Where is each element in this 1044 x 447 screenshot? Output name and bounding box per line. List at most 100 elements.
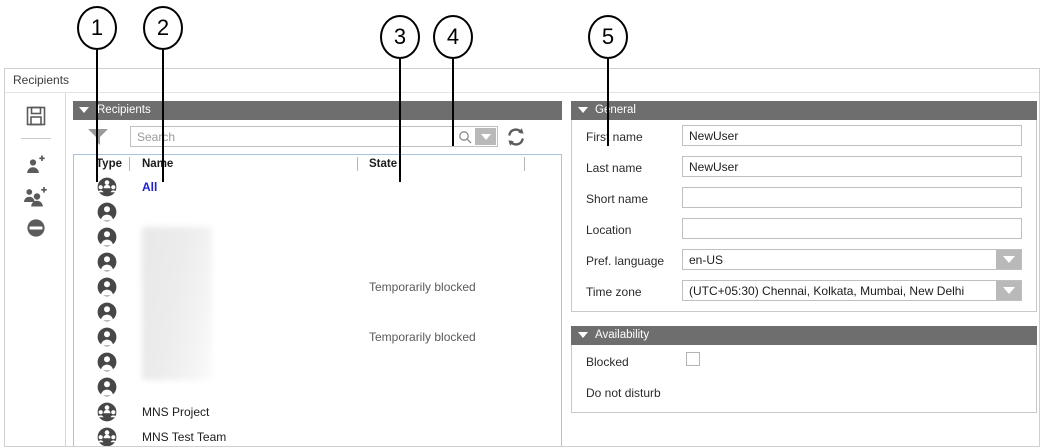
search-dropdown-button[interactable] xyxy=(475,128,496,145)
page-title: Recipients xyxy=(13,73,70,87)
grid-column-headers: Type Name State xyxy=(74,155,561,175)
callout-leader-4 xyxy=(452,59,454,146)
time-zone-select[interactable]: (UTC+05:30) Chennai, Kolkata, Mumbai, Ne… xyxy=(682,280,1022,301)
save-icon xyxy=(25,105,47,127)
callout-leader-1 xyxy=(96,50,98,182)
blocked-label: Blocked xyxy=(586,355,629,369)
chevron-down-icon[interactable] xyxy=(578,107,588,113)
preferred-language-select[interactable]: en-US xyxy=(682,249,1022,270)
chevron-down-icon[interactable] xyxy=(578,332,588,338)
row-state: Temporarily blocked xyxy=(369,280,476,294)
availability-section-header[interactable]: Availability xyxy=(571,326,1037,345)
column-divider-0[interactable] xyxy=(129,157,130,171)
recipients-list-panel: Recipients Search xyxy=(73,101,562,446)
save-button[interactable] xyxy=(5,101,66,131)
group-icon xyxy=(96,176,118,198)
chevron-down-icon xyxy=(480,133,491,140)
chevron-down-icon xyxy=(1002,287,1015,294)
table-row[interactable]: Temporarily blocked xyxy=(74,325,561,350)
preferred-language-dropdown-button[interactable] xyxy=(996,250,1021,269)
blocked-checkbox[interactable] xyxy=(686,352,700,366)
field-row: Short name xyxy=(572,185,1036,216)
person-icon xyxy=(96,351,118,373)
row-name: MNS Test Team xyxy=(142,430,227,444)
column-header-state[interactable]: State xyxy=(369,158,398,170)
table-row[interactable]: Temporarily blocked xyxy=(74,275,561,300)
person-icon xyxy=(96,226,118,248)
location-field[interactable] xyxy=(682,218,1022,239)
block-recipient-button[interactable] xyxy=(5,213,66,243)
availability-section-title: Availability xyxy=(595,329,650,341)
add-recipient-button[interactable] xyxy=(5,149,66,179)
person-icon xyxy=(96,276,118,298)
general-section-header[interactable]: General xyxy=(571,101,1037,120)
window-titlebar: Recipients xyxy=(5,69,1039,93)
table-row[interactable] xyxy=(74,375,561,400)
column-divider-2[interactable] xyxy=(524,157,525,171)
row-state: Temporarily blocked xyxy=(369,330,476,344)
callout-marker-4: 4 xyxy=(433,15,473,59)
column-divider-1[interactable] xyxy=(357,157,358,171)
refresh-icon[interactable] xyxy=(505,126,527,148)
table-row[interactable]: All xyxy=(74,175,561,200)
group-icon xyxy=(96,426,118,446)
table-row[interactable]: MNS Project xyxy=(74,400,561,425)
funnel-icon[interactable] xyxy=(87,128,109,146)
table-row[interactable] xyxy=(74,350,561,375)
field-row: Location xyxy=(572,216,1036,247)
recipients-panel-title: Recipients xyxy=(97,104,151,116)
search-input[interactable]: Search xyxy=(130,126,498,147)
field-row: Blocked xyxy=(572,348,1036,379)
search-icon[interactable] xyxy=(458,130,472,144)
table-row[interactable] xyxy=(74,250,561,275)
field-row: Time zone (UTC+05:30) Chennai, Kolkata, M… xyxy=(572,278,1036,309)
toolbar-rail xyxy=(5,93,66,446)
last-name-field[interactable]: NewUser xyxy=(682,156,1022,177)
field-row: Last name NewUser xyxy=(572,154,1036,185)
rail-separator xyxy=(21,138,51,139)
add-person-icon xyxy=(24,153,48,175)
preferred-language-label: Pref. language xyxy=(586,254,665,268)
chevron-down-icon[interactable] xyxy=(79,107,89,113)
first-name-value: NewUser xyxy=(689,129,739,143)
add-group-button[interactable] xyxy=(5,181,66,211)
last-name-label: Last name xyxy=(586,161,643,175)
callout-marker-2: 2 xyxy=(143,6,183,50)
callout-marker-5: 5 xyxy=(588,15,628,59)
redacted-names-block xyxy=(142,227,212,380)
callout-leader-5 xyxy=(607,59,609,146)
first-name-label: First name xyxy=(586,130,643,144)
general-section-title: General xyxy=(595,104,636,116)
short-name-label: Short name xyxy=(586,192,649,206)
table-row[interactable] xyxy=(74,300,561,325)
person-icon xyxy=(96,251,118,273)
last-name-value: NewUser xyxy=(689,160,739,174)
table-row[interactable]: MNS Test Team xyxy=(74,425,561,446)
person-icon xyxy=(96,201,118,223)
column-header-name[interactable]: Name xyxy=(142,158,174,170)
recipients-panel-header[interactable]: Recipients xyxy=(73,101,562,120)
callout-leader-3 xyxy=(399,59,401,182)
chevron-down-icon xyxy=(1002,256,1015,263)
list-toolbar: Search xyxy=(73,120,562,154)
table-row[interactable] xyxy=(74,225,561,250)
time-zone-dropdown-button[interactable] xyxy=(996,281,1021,300)
short-name-field[interactable] xyxy=(682,187,1022,208)
table-row[interactable] xyxy=(74,200,561,225)
callout-leader-2 xyxy=(162,50,164,182)
time-zone-value: (UTC+05:30) Chennai, Kolkata, Mumbai, Ne… xyxy=(689,284,965,298)
field-row: Pref. language en-US xyxy=(572,247,1036,278)
preferred-language-value: en-US xyxy=(689,253,724,267)
row-name: MNS Project xyxy=(142,405,210,419)
row-name: All xyxy=(142,180,158,194)
first-name-field[interactable]: NewUser xyxy=(682,125,1022,146)
time-zone-label: Time zone xyxy=(586,285,642,299)
add-group-icon xyxy=(23,185,49,207)
person-icon xyxy=(96,326,118,348)
column-header-type[interactable]: Type xyxy=(96,158,122,170)
